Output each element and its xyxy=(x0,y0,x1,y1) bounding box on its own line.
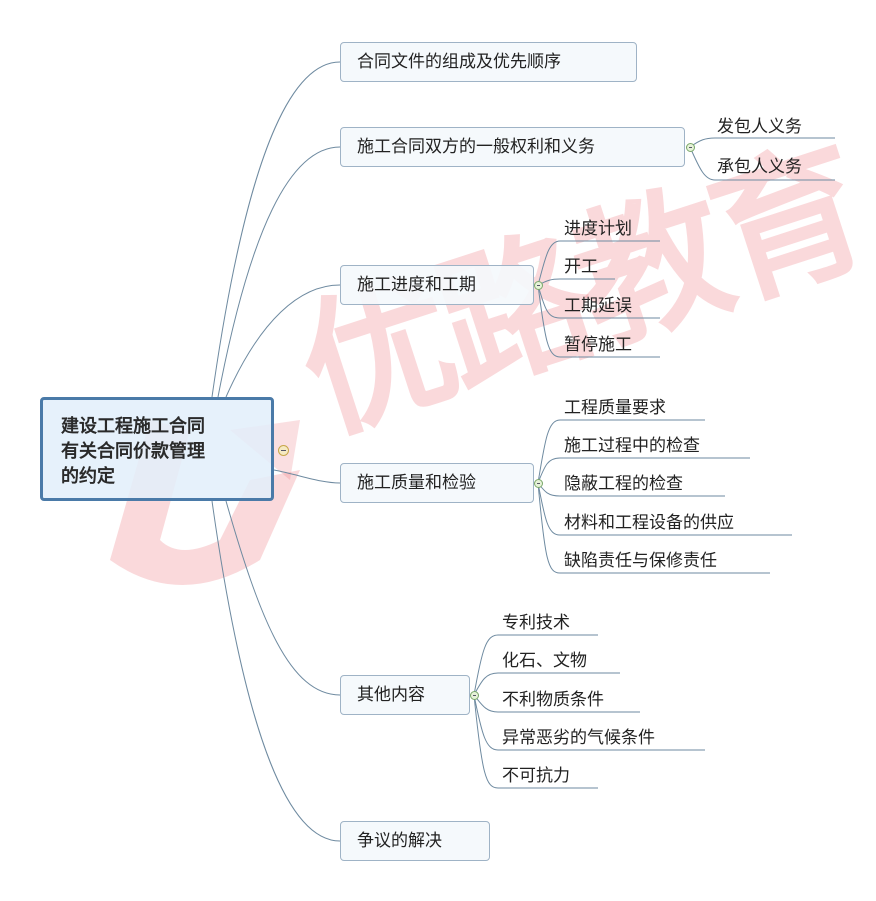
collapse-toggle-icon[interactable] xyxy=(470,691,479,700)
subtopic[interactable]: 缺陷责任与保修责任 xyxy=(564,551,717,571)
subtopic[interactable]: 化石、文物 xyxy=(502,651,587,671)
collapse-toggle-icon[interactable] xyxy=(686,143,695,152)
subtopic[interactable]: 工期延误 xyxy=(564,296,632,316)
subtopic[interactable]: 进度计划 xyxy=(564,219,632,239)
topic-node[interactable]: 合同文件的组成及优先顺序 xyxy=(340,42,637,82)
subtopic[interactable]: 工程质量要求 xyxy=(564,398,666,418)
subtopic[interactable]: 发包人义务 xyxy=(717,117,802,137)
subtopic[interactable]: 隐蔽工程的检查 xyxy=(564,474,683,494)
topic-node[interactable]: 其他内容 xyxy=(340,675,470,715)
subtopic[interactable]: 不利物质条件 xyxy=(502,690,604,710)
collapse-toggle-icon[interactable] xyxy=(534,281,543,290)
subtopic[interactable]: 专利技术 xyxy=(502,613,570,633)
subtopic[interactable]: 材料和工程设备的供应 xyxy=(564,513,734,533)
topic-node[interactable]: 施工质量和检验 xyxy=(340,463,534,503)
root-topic-line: 的约定 xyxy=(61,466,115,487)
topic-node[interactable]: 施工合同双方的一般权利和义务 xyxy=(340,127,685,167)
subtopic[interactable]: 施工过程中的检查 xyxy=(564,436,700,456)
root-topic[interactable]: 建设工程施工合同 有关合同价款管理 的约定 xyxy=(40,397,274,501)
subtopic[interactable]: 不可抗力 xyxy=(502,766,570,786)
topic-node[interactable]: 施工进度和工期 xyxy=(340,265,534,305)
root-topic-line: 有关合同价款管理 xyxy=(61,441,205,462)
subtopic[interactable]: 异常恶劣的气候条件 xyxy=(502,728,655,748)
subtopic[interactable]: 暂停施工 xyxy=(564,335,632,355)
root-collapse-toggle-icon[interactable] xyxy=(278,445,289,456)
root-topic-line: 建设工程施工合同 xyxy=(61,416,205,437)
topic-node[interactable]: 争议的解决 xyxy=(340,821,490,861)
subtopic[interactable]: 承包人义务 xyxy=(717,157,802,177)
collapse-toggle-icon[interactable] xyxy=(534,479,543,488)
subtopic[interactable]: 开工 xyxy=(564,257,598,277)
